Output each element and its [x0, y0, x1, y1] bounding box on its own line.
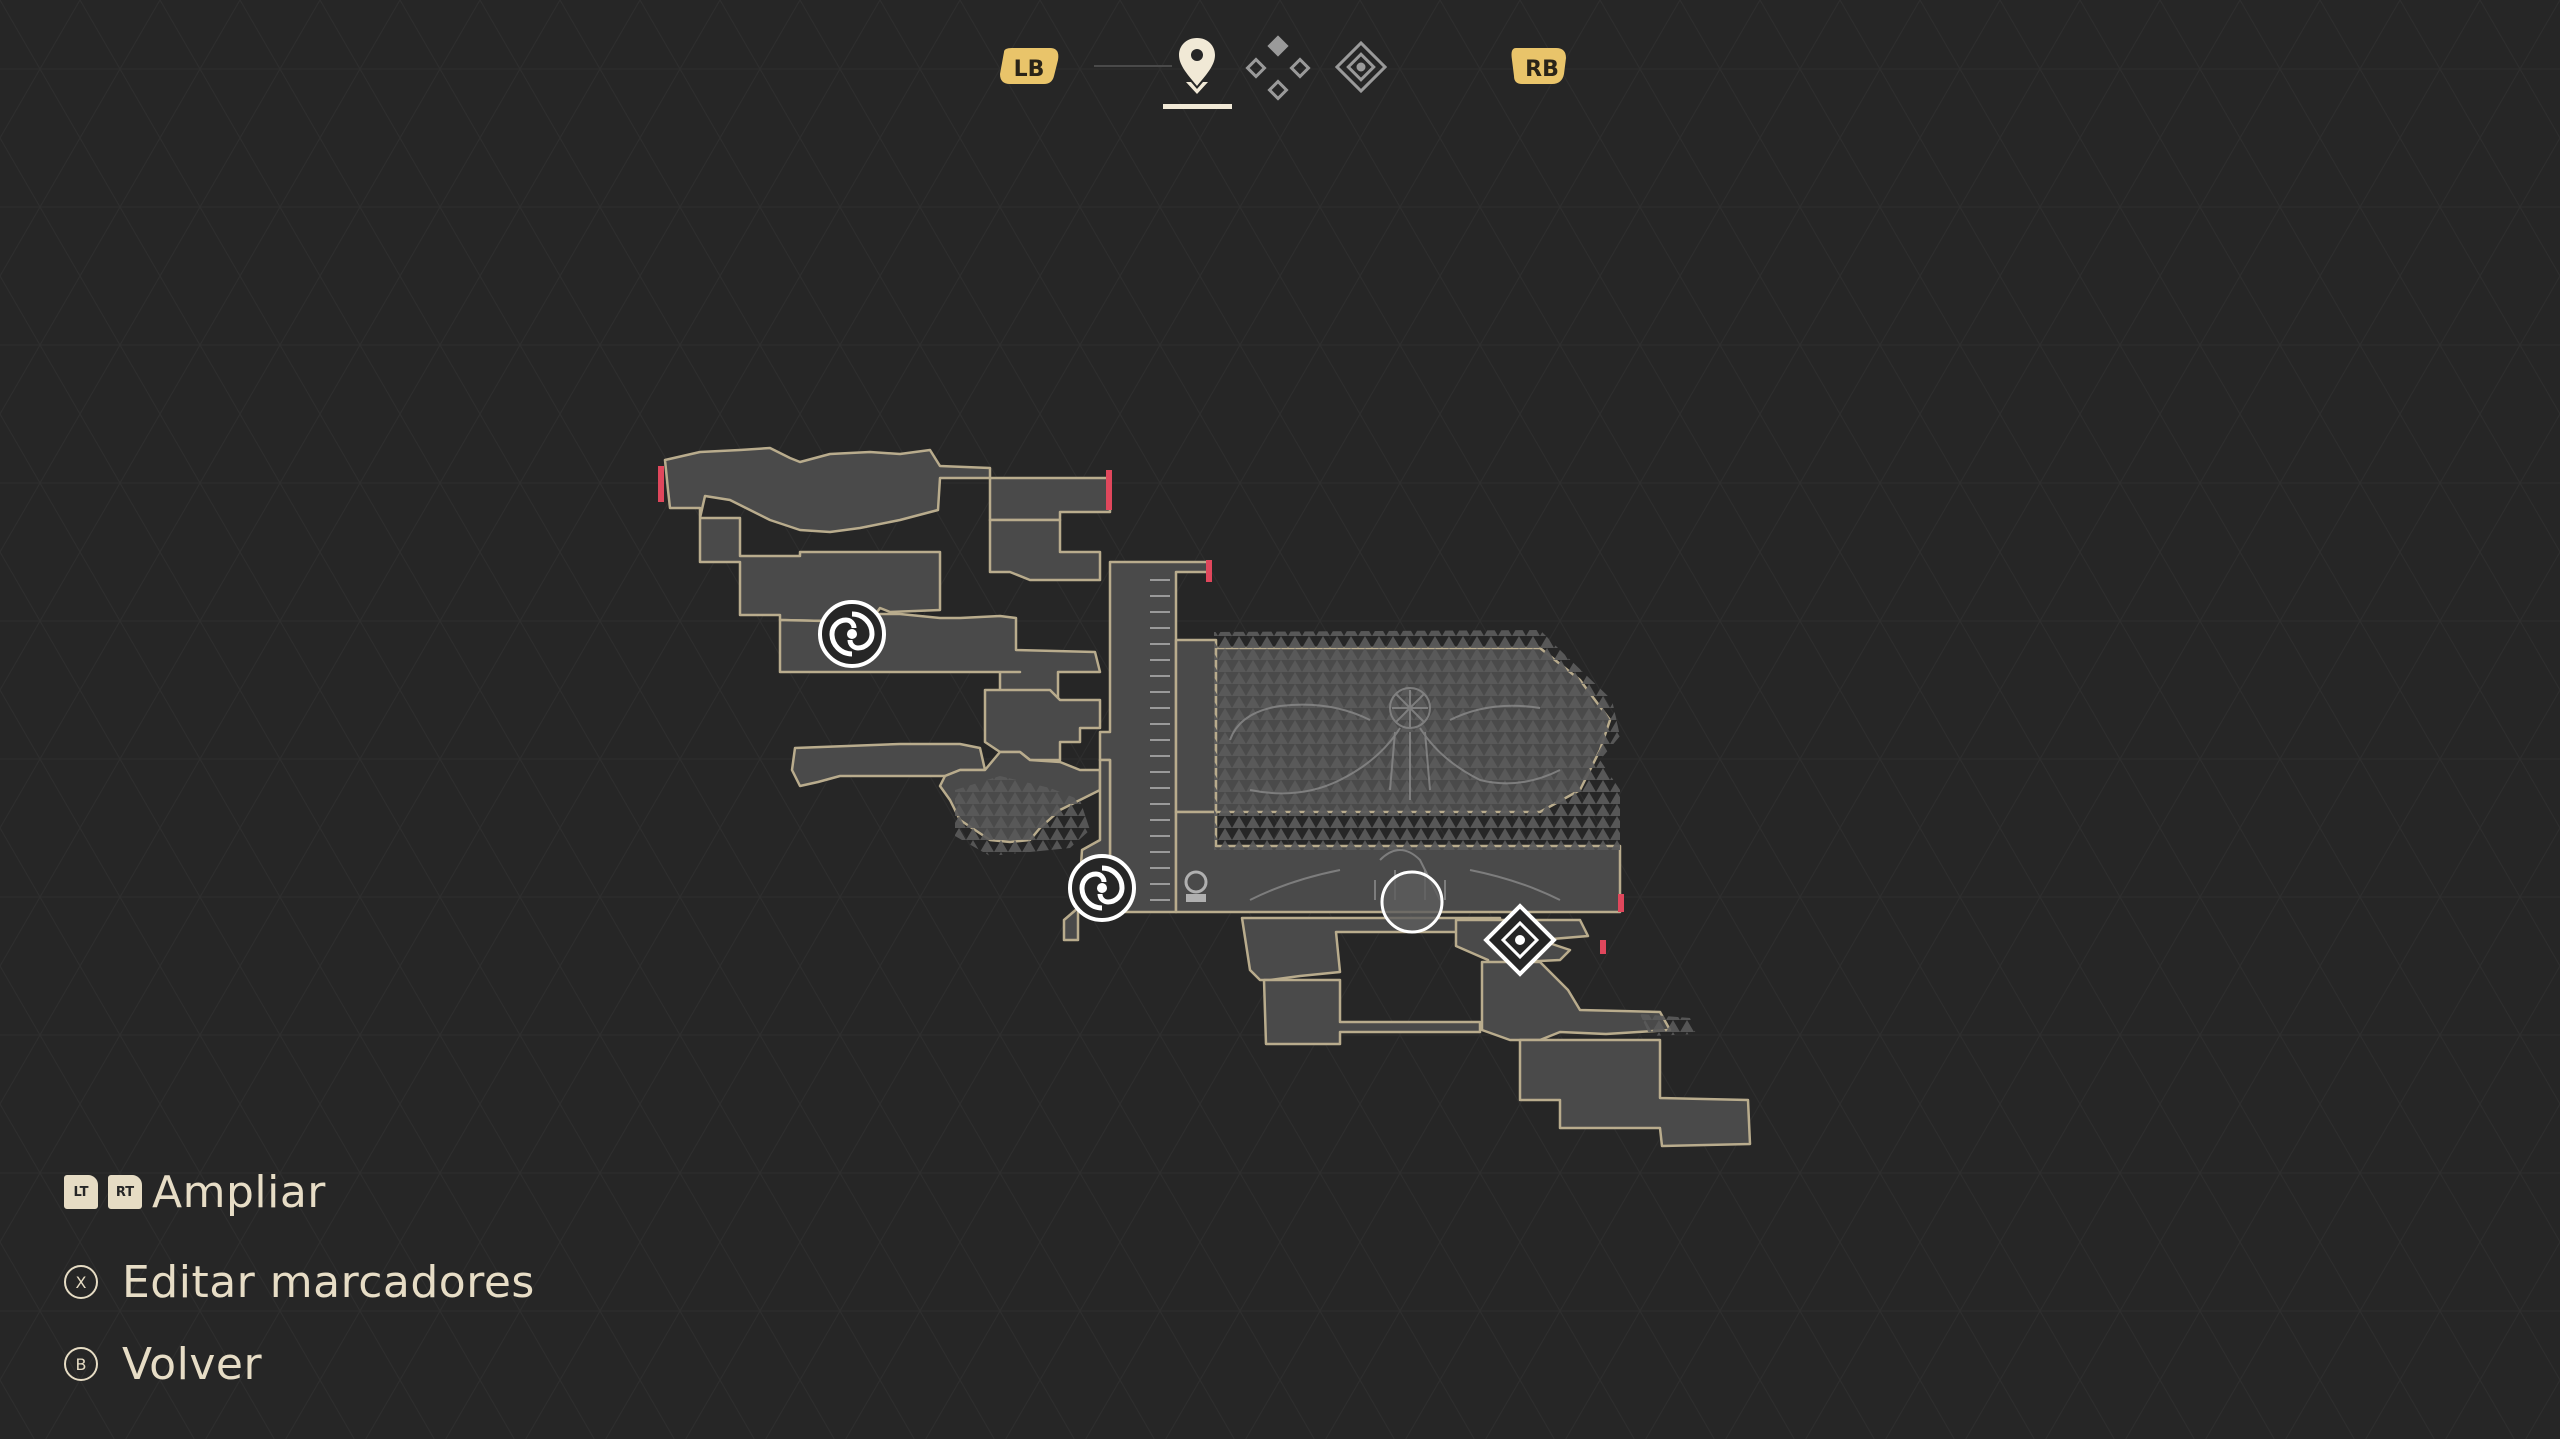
door-marker [1618, 894, 1624, 912]
lb-bumper-button[interactable]: LB [1000, 48, 1059, 84]
rb-bumper-button[interactable]: RB [1511, 48, 1567, 84]
map-room [1480, 960, 1672, 1042]
map-room [663, 446, 1112, 624]
locked-doors [658, 466, 1624, 954]
map-room [1174, 638, 1218, 814]
active-tab-underline [1163, 104, 1232, 109]
spiral-waypoint-icon[interactable] [818, 600, 886, 668]
tab-diamond-frame[interactable] [1334, 40, 1388, 94]
map-room [983, 688, 1102, 762]
zoom-label: Ampliar [152, 1166, 326, 1218]
unexplored-area [955, 630, 1696, 1036]
door-marker [1600, 940, 1606, 954]
door-marker [658, 466, 664, 502]
tab-locations[interactable] [1163, 38, 1232, 109]
zoom-hint[interactable]: LT RT Ampliar [64, 1162, 326, 1222]
door-marker [1106, 470, 1112, 510]
rb-label: RB [1525, 57, 1559, 82]
back-hint[interactable]: B Volver [64, 1334, 262, 1394]
edit-markers-hint[interactable]: X Editar marcadores [64, 1252, 535, 1312]
diamond-cluster-icon [1245, 35, 1311, 101]
location-pin-icon [1179, 38, 1215, 94]
spiral-waypoint-icon[interactable] [1068, 854, 1136, 922]
lb-label: LB [1014, 57, 1045, 82]
b-button-icon: B [64, 1347, 98, 1381]
map-room [988, 518, 1102, 582]
map-room [1262, 978, 1482, 1046]
edit-markers-label: Editar marcadores [122, 1256, 535, 1308]
diamond-frame-icon [1334, 40, 1388, 94]
ladder [1150, 579, 1170, 901]
back-label: Volver [122, 1338, 263, 1390]
player-position-icon [1380, 870, 1444, 934]
map-room [1518, 1038, 1752, 1148]
lt-trigger-icon: LT [64, 1175, 98, 1209]
rt-trigger-icon: RT [108, 1175, 142, 1209]
objective-diamond-icon[interactable] [1483, 903, 1557, 977]
x-button-icon: X [64, 1265, 98, 1299]
door-marker [1206, 560, 1212, 582]
supply-camp-icon[interactable] [1184, 870, 1208, 902]
map-tab-bar: LB RB [1000, 35, 1567, 109]
tab-diamond-cluster[interactable] [1245, 35, 1311, 101]
